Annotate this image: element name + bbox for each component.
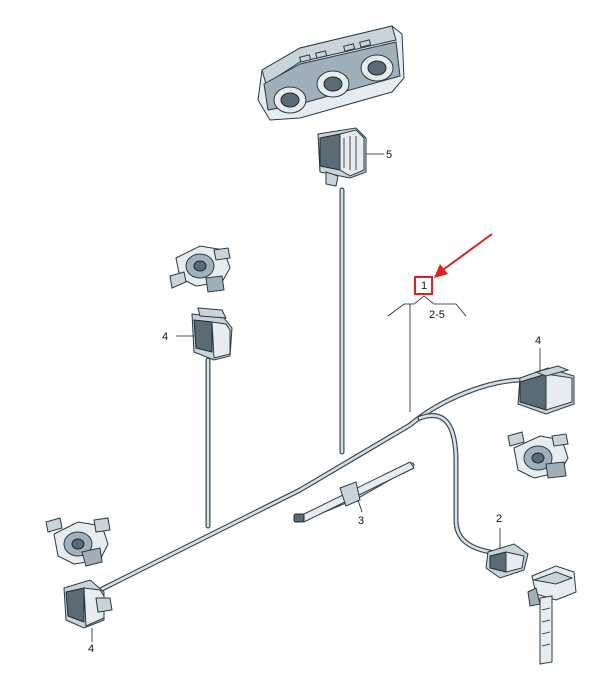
connector-4-right — [517, 365, 575, 415]
callout-2: 2 — [496, 513, 502, 525]
callout-4-right: 4 — [535, 335, 541, 347]
arrow-head-icon — [434, 264, 448, 278]
leader-lines — [91, 153, 541, 642]
servo-motor-right — [507, 431, 569, 479]
callout-4-left: 4 — [162, 331, 168, 343]
cable-tie-3 — [293, 461, 415, 523]
connector-5 — [317, 127, 367, 187]
highlight-arrow — [439, 233, 493, 273]
climate-control-panel — [257, 25, 405, 121]
servo-motor-lower-left — [45, 517, 111, 567]
callout-4-bottom: 4 — [88, 643, 94, 655]
temperature-sensor — [527, 565, 577, 665]
callout-2-5: 2-5 — [429, 309, 445, 321]
servo-motor-upper-left — [169, 245, 231, 293]
connector-4-bottom — [63, 579, 113, 629]
callout-1: 1 — [421, 280, 427, 292]
highlight-annotation — [414, 233, 493, 295]
wire-harness — [93, 187, 533, 595]
highlight-box — [414, 276, 433, 295]
connector-4-left — [191, 307, 233, 361]
connector-2 — [485, 543, 529, 579]
callout-3: 3 — [358, 515, 364, 527]
callout-5: 5 — [386, 149, 392, 161]
callout-labels: 1 2-5 5 4 4 4 3 2 — [88, 149, 541, 655]
